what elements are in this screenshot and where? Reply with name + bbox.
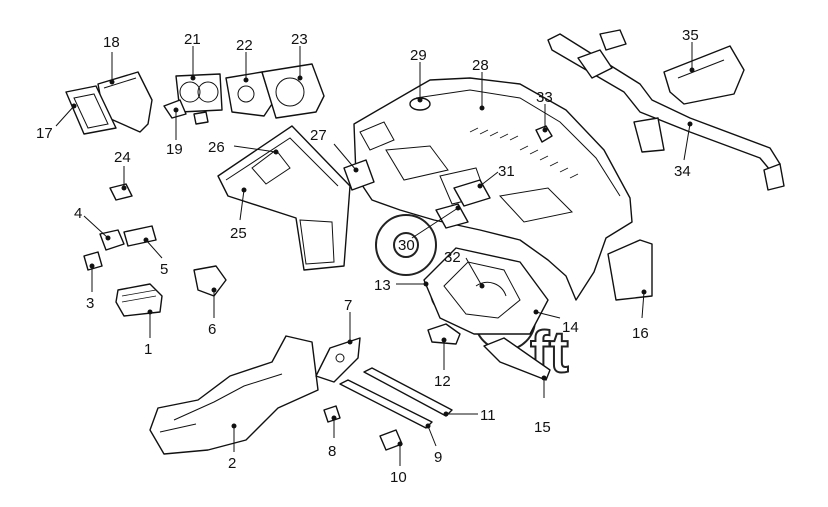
part-10-clip xyxy=(379,429,403,451)
callout-24: 24 xyxy=(114,149,131,166)
part-19-clip xyxy=(163,99,209,125)
callout-26: 26 xyxy=(208,139,225,156)
callout-10: 10 xyxy=(390,469,407,486)
callout-23: 23 xyxy=(291,31,308,48)
callout-5: 5 xyxy=(160,261,168,278)
callout-33: 33 xyxy=(536,89,553,106)
callout-30: 30 xyxy=(398,237,415,254)
callout-25: 25 xyxy=(230,225,247,242)
callout-16: 16 xyxy=(632,325,649,342)
callout-32: 32 xyxy=(444,249,461,266)
callout-1: 1 xyxy=(144,341,152,358)
callout-9: 9 xyxy=(434,449,442,466)
part-21-cluster xyxy=(175,73,223,113)
part-2-floor-console xyxy=(149,335,319,455)
part-7-bracket xyxy=(315,337,361,383)
part-11-rail xyxy=(363,367,453,417)
callout-22: 22 xyxy=(236,37,253,54)
callout-6: 6 xyxy=(208,321,216,338)
part-22-board xyxy=(225,71,273,117)
callout-13: 13 xyxy=(374,277,391,294)
part-34-35-cross-car-beam xyxy=(547,29,785,191)
part-6-vent xyxy=(193,265,227,297)
part-8-clip xyxy=(323,405,341,423)
part-27-cover xyxy=(343,159,375,191)
callout-4: 4 xyxy=(74,205,82,222)
callout-numbers: 18 21 22 23 29 28 35 33 17 19 26 27 24 3… xyxy=(36,27,699,486)
callout-21: 21 xyxy=(184,31,201,48)
part-5-switch-bank xyxy=(123,225,157,247)
callout-27: 27 xyxy=(310,127,327,144)
part-9-rail xyxy=(339,379,433,429)
part-13-14-32-duct-assembly xyxy=(423,247,549,335)
part-33-sensor xyxy=(535,125,553,143)
part-16-side-panel xyxy=(607,239,653,301)
part-12-bracket xyxy=(427,323,461,345)
callout-8: 8 xyxy=(328,443,336,460)
callout-12: 12 xyxy=(434,373,451,390)
part-24-switch xyxy=(109,183,133,201)
part-26-trim xyxy=(217,125,351,271)
part-3-switch xyxy=(83,251,103,271)
callout-17: 17 xyxy=(36,125,53,142)
callout-19: 19 xyxy=(166,141,183,158)
part-15-duct xyxy=(483,337,551,381)
callout-3: 3 xyxy=(86,295,94,312)
part-28-instrument-panel xyxy=(353,77,633,301)
part-1-switch-block xyxy=(115,283,163,317)
callout-18: 18 xyxy=(103,34,120,51)
part-4-switch xyxy=(99,229,125,251)
callout-35: 35 xyxy=(682,27,699,44)
callout-7: 7 xyxy=(344,297,352,314)
callout-2: 2 xyxy=(228,455,236,472)
callout-11: 11 xyxy=(480,407,496,424)
callout-34: 34 xyxy=(674,163,691,180)
callout-14: 14 xyxy=(562,319,579,336)
callout-31: 31 xyxy=(498,163,515,180)
part-30-vent xyxy=(435,203,469,229)
part-17-panel xyxy=(65,85,117,135)
part-23-housing xyxy=(261,63,325,119)
callout-28: 28 xyxy=(472,57,489,74)
callout-leaders xyxy=(55,42,695,466)
callout-29: 29 xyxy=(410,47,427,64)
callout-15: 15 xyxy=(534,419,551,436)
